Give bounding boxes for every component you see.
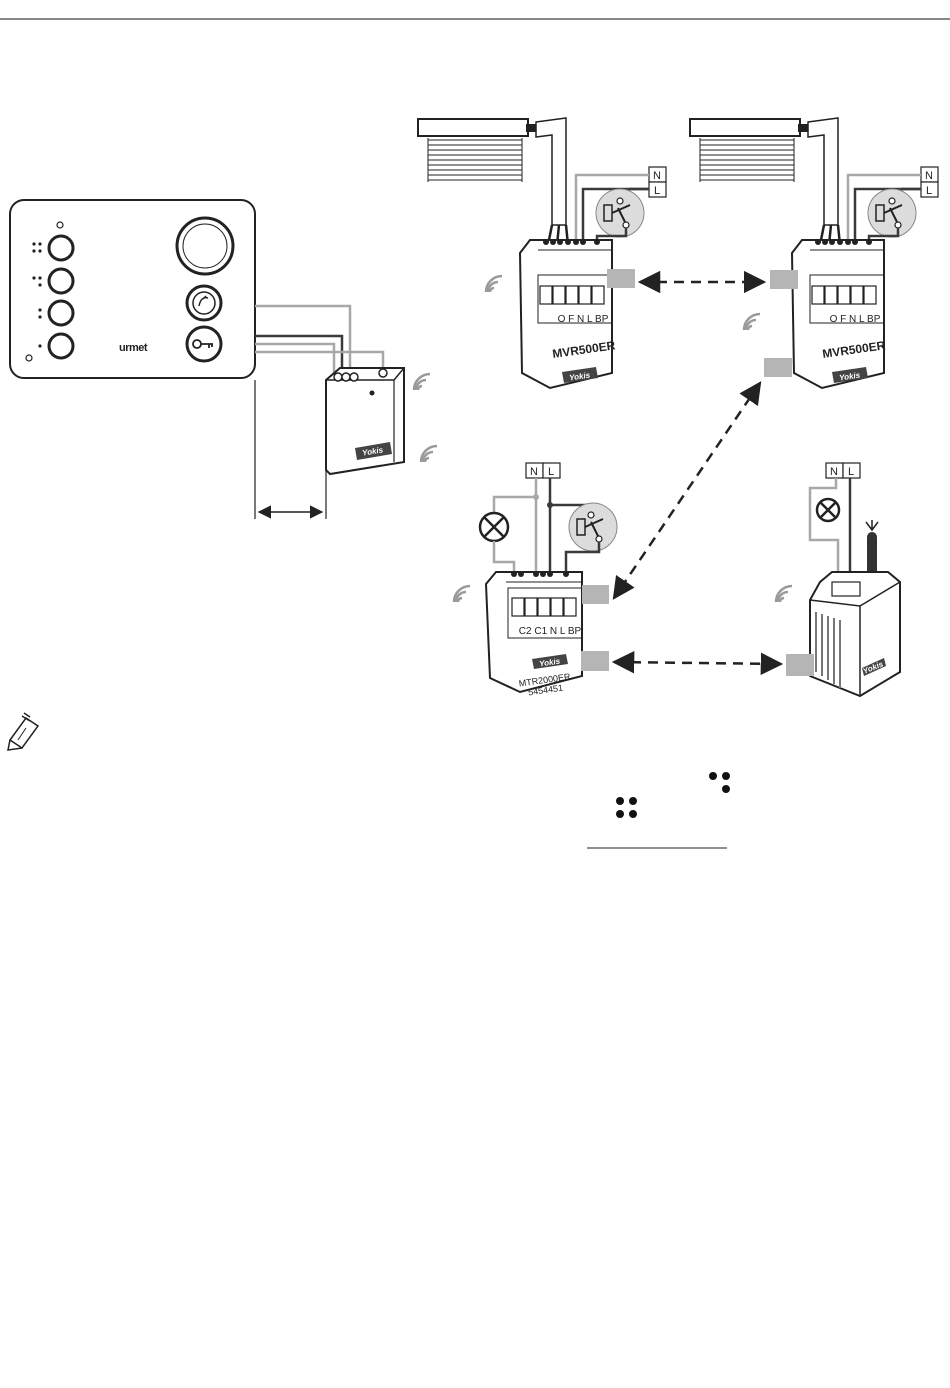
module-micro-receiver: Yokis: [810, 572, 900, 696]
pairing-box: [582, 585, 609, 604]
four-dot-code-icon: [616, 797, 637, 818]
radio-waves-icon: [486, 276, 502, 292]
radio-waves-icon: [744, 314, 760, 330]
svg-text:L: L: [848, 466, 854, 478]
svg-text:Yokis: Yokis: [839, 371, 862, 383]
three-dot-code-icon: [709, 772, 730, 793]
antenna-icon: [866, 520, 878, 577]
pairing-box: [770, 270, 798, 289]
push-button-switch-right: [868, 189, 916, 245]
led-indicator: [57, 222, 63, 228]
pairing-box: [581, 651, 609, 671]
intercom-cables: [255, 306, 383, 375]
svg-text:L: L: [548, 466, 554, 478]
indoor-unit-display: urmet: [119, 342, 148, 354]
status-led: [26, 355, 32, 361]
note-icon: [8, 713, 38, 750]
push-button-switch-mtr: [566, 503, 617, 575]
radio-waves-icon: [454, 586, 470, 602]
svg-text:O F N L BP: O F N L BP: [830, 314, 881, 325]
roller-shutter-right: [690, 118, 840, 245]
svg-text:N: N: [925, 170, 933, 182]
svg-text:L: L: [654, 185, 660, 197]
indoor-unit: urmet: [10, 200, 255, 378]
module-mvr500er-right: O F N L BP MVR500ER Yokis: [792, 239, 886, 388]
pairing-box: [607, 269, 635, 288]
svg-text:L: L: [926, 185, 932, 197]
radio-waves-icon: [414, 374, 430, 390]
module-mvr500er-left: O F N L BP MVR500ER Yokis: [520, 239, 616, 388]
pairing-box: [786, 654, 814, 676]
push-button-switch-left: [596, 189, 644, 245]
module-mtr2000er: C2 C1 N L BP Yokis MTR2000ER 5454451: [486, 571, 582, 697]
svg-text:Yokis: Yokis: [569, 371, 592, 383]
distance-indicator: [255, 380, 326, 519]
lamp-icon: [817, 499, 839, 521]
svg-text:N: N: [530, 466, 538, 478]
radio-waves-icon: [421, 446, 437, 462]
svg-text:N: N: [830, 466, 838, 478]
roller-shutter-left: [418, 118, 568, 245]
lamp-icon: [480, 513, 514, 575]
svg-text:N: N: [653, 170, 661, 182]
svg-text:O F N L BP: O F N L BP: [558, 314, 609, 325]
pairing-box: [764, 358, 792, 377]
door-key-button[interactable]: [187, 327, 221, 361]
radio-interface-module: Yokis: [326, 368, 404, 474]
supply-terminal-micro: N L: [810, 463, 860, 585]
radio-waves-icon: [776, 586, 792, 602]
talk-button[interactable]: [187, 286, 221, 320]
radio-link-arrows: [614, 282, 781, 664]
svg-text:C2 C1 N L BP: C2 C1 N L BP: [519, 626, 582, 637]
